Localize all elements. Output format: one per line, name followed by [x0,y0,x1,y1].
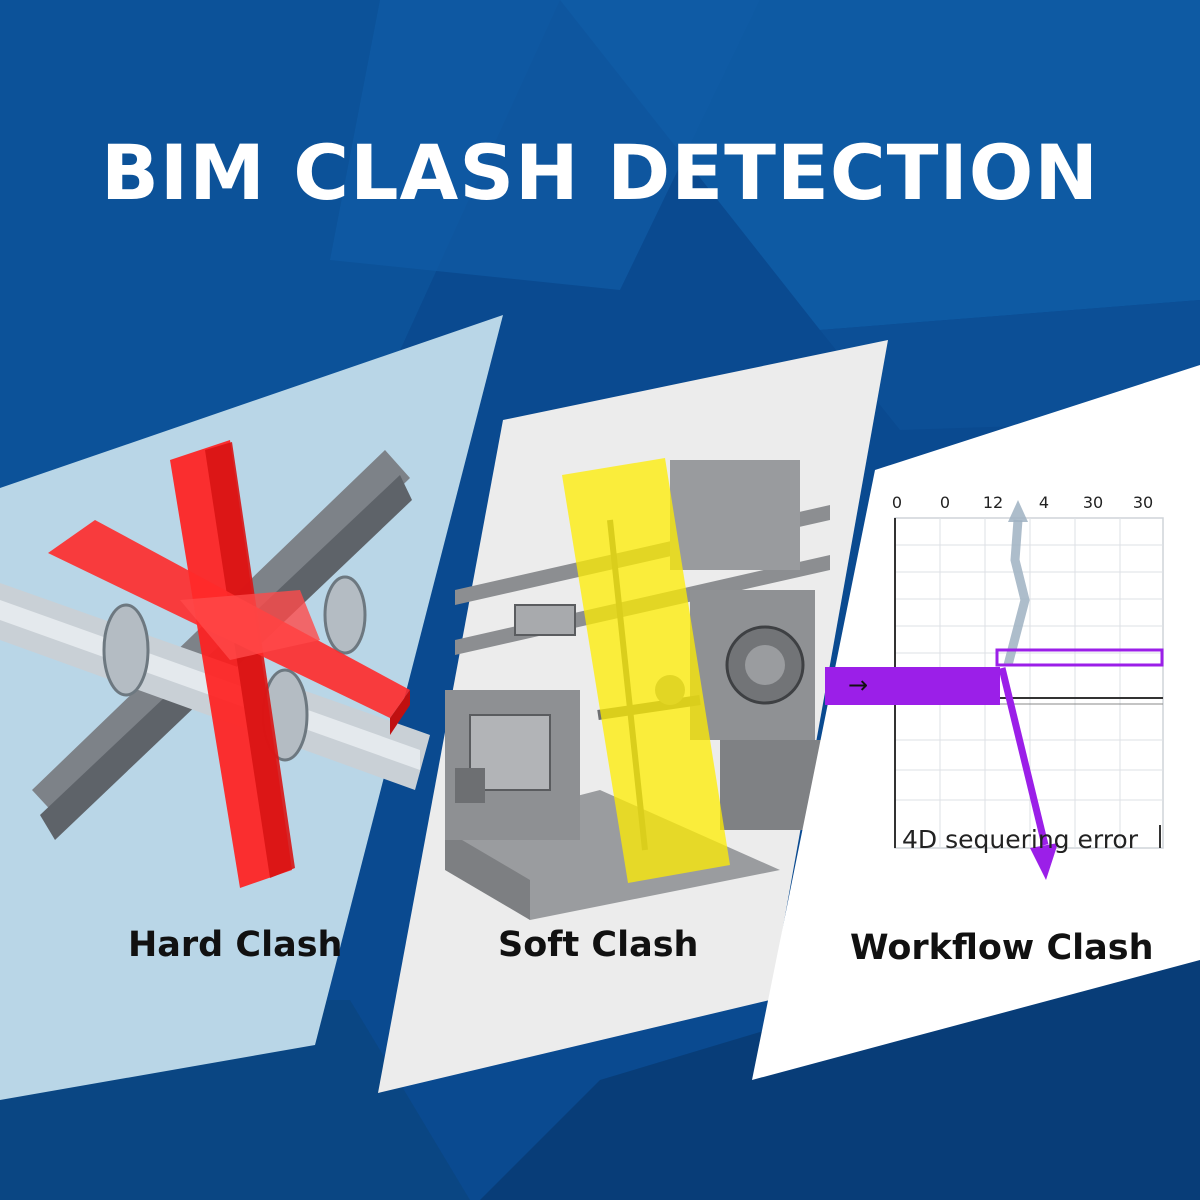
soft-clash-label: Soft Clash [498,925,699,965]
workflow-clash-label: Workflow Clash [850,928,1154,968]
page-title: BIM CLASH DETECTION [101,128,1099,217]
hard-clash-label: Hard Clash [128,925,343,965]
